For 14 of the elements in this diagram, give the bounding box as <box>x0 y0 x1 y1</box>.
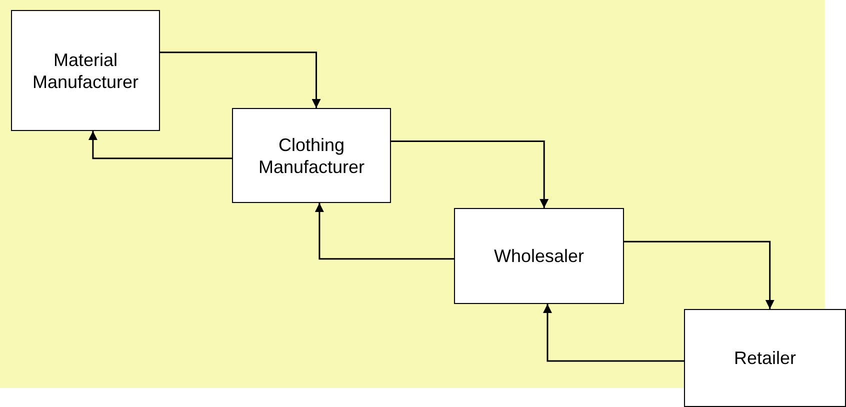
process-box <box>684 309 846 407</box>
box-label: Clothing Manufacturer <box>257 134 366 178</box>
arrow <box>314 203 454 260</box>
box-label: Material Manufacturer <box>31 48 140 92</box>
process-box <box>11 10 160 131</box>
arrow <box>391 140 549 208</box>
box-label: Retailer <box>734 347 796 369</box>
process-box <box>454 208 624 304</box>
process-box <box>232 108 391 203</box>
arrow <box>543 304 684 362</box>
arrow <box>624 240 774 309</box>
box-label: Wholesaler <box>494 245 584 267</box>
arrow <box>88 131 232 160</box>
arrow <box>160 52 321 108</box>
